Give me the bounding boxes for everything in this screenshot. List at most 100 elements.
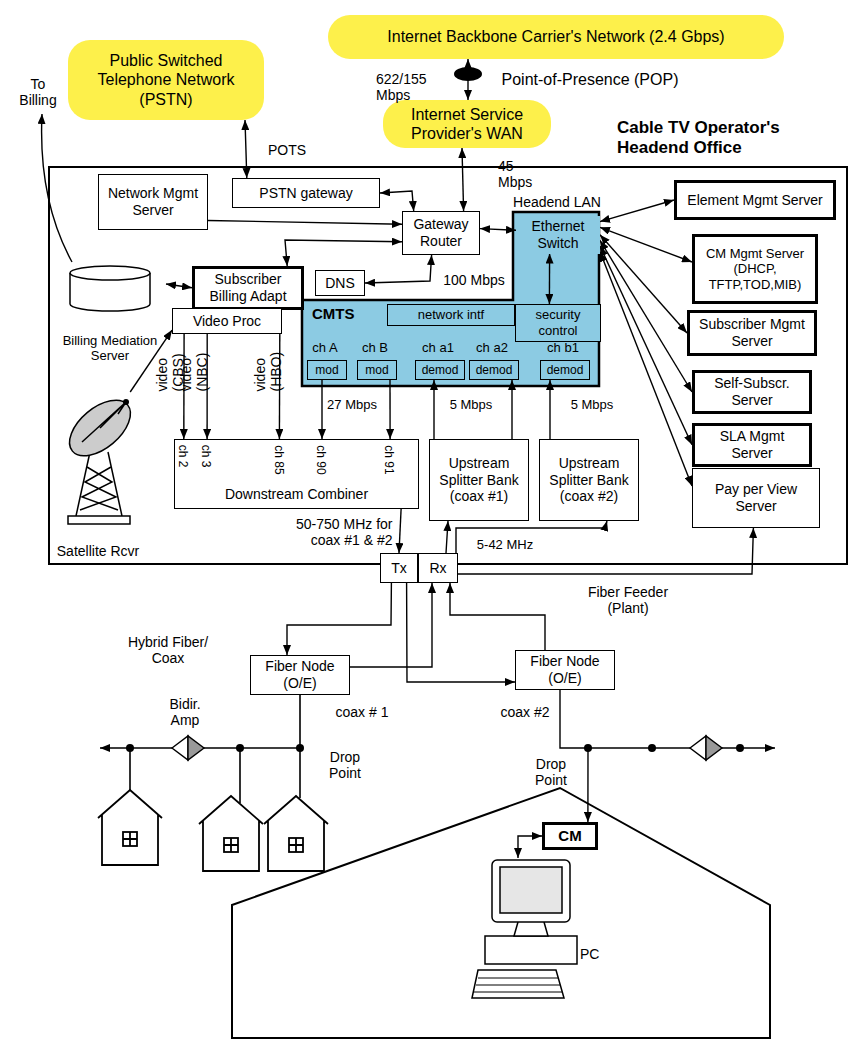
billing-arrow [42, 114, 72, 262]
channel-module: demod [469, 360, 519, 380]
house [224, 838, 238, 852]
node-text: network intf [418, 307, 484, 323]
database-cylinder [54, 264, 166, 314]
channel-module: security control [515, 304, 601, 342]
amplifier [172, 736, 722, 760]
equipment-icon: PC [470, 858, 610, 1003]
node-text: Element Mgmt Server [687, 192, 822, 209]
process-box: Gateway Router [402, 211, 480, 255]
node-text: CM [558, 827, 581, 845]
node-text: Rx [429, 560, 446, 577]
annotation-label: 100 Mbps [443, 272, 504, 288]
process-box: Tx [380, 553, 418, 583]
node-text: Ethernet Switch [520, 218, 596, 252]
equipment-icon: Satellite Rcvr [52, 392, 144, 560]
connector [462, 148, 464, 211]
connector [600, 227, 692, 262]
database-cylinder [70, 266, 150, 280]
connector [389, 380, 391, 439]
node-text: SLA Mgmt Server [699, 428, 805, 462]
billing-arrow [42, 114, 72, 262]
annotation-label: 5 Mbps [450, 398, 493, 413]
satellite-dish [60, 392, 141, 524]
drop-dot [126, 744, 744, 752]
node-text: demod [547, 363, 584, 377]
process-box: Upstream Splitter Bank (coax #2) [539, 439, 639, 521]
annotation-label: 27 Mbps [327, 398, 377, 413]
satellite-dish [68, 516, 130, 524]
connector [549, 254, 551, 304]
annotation-label: coax # 1 [336, 704, 389, 720]
node-text: Satellite Rcvr [52, 543, 144, 560]
process-box: Network Mgmt Server [98, 174, 208, 230]
annotation-label: ch a2 [476, 341, 508, 356]
house [98, 790, 162, 865]
edge-label: 622/155 Mbps [376, 71, 390, 103]
node-text: Fiber Node (O/E) [520, 653, 610, 687]
house [232, 788, 770, 1038]
house [224, 838, 238, 852]
node-text: Public Switched Telephone Network (PSTN) [72, 51, 260, 109]
connector [480, 229, 516, 231]
node-text: Gateway Router [407, 216, 475, 250]
connector [549, 380, 550, 439]
connector [399, 509, 401, 553]
annotation-label: Hybrid Fiber/ Coax [118, 634, 218, 666]
annotation-label: Headend LAN [513, 194, 601, 210]
annotation-label: Bidir. Amp [163, 696, 208, 728]
node-text: CM Mgmt Server (DHCP, TFTP,TOD,MIB) [699, 246, 811, 293]
house [199, 796, 263, 871]
drop-dot [236, 744, 244, 752]
server-box: Self-Subscr. Server [692, 370, 812, 414]
node-text: PSTN gateway [259, 185, 352, 202]
annotation-label: 50-750 MHz for coax #1 & #2 [268, 516, 393, 548]
process-box: Fiber Node (O/E) [515, 650, 615, 690]
amplifier [188, 736, 204, 760]
pc-computer [472, 860, 577, 998]
pc-computer [500, 867, 562, 913]
node-text: demod [422, 363, 459, 377]
network-cloud: Internet Backbone Carrier's Network (2.4… [328, 15, 784, 59]
annotation-label: ch 90 [313, 445, 327, 474]
annotation-label: ch B [362, 341, 388, 356]
node-text: Upstream Splitter Bank (coax #2) [544, 455, 634, 505]
connector [287, 583, 391, 655]
connector [166, 284, 192, 288]
annotation-label: Drop Point [323, 749, 368, 781]
connector [518, 836, 542, 858]
annotation-label: 5 Mbps [571, 398, 614, 413]
annotation-label: Point-of-Presence (POP) [502, 71, 679, 89]
process-box: PSTN gateway [232, 178, 380, 208]
cmts-shape [302, 212, 599, 386]
satellite-dish [82, 402, 126, 442]
connector [458, 528, 753, 574]
node-text: mod [315, 363, 338, 377]
headend-office: Cable TV Operator's Headend OfficeNetwor… [48, 166, 848, 565]
amplifier [706, 736, 722, 760]
pc-computer [470, 858, 610, 1003]
connector [350, 583, 432, 667]
node-text: Billing Mediation Server [54, 333, 166, 364]
amplifier [172, 736, 188, 760]
connector [456, 521, 607, 553]
node-text: PC [580, 946, 599, 963]
server-box: SLA Mgmt Server [692, 423, 812, 467]
channel-module: mod [307, 360, 347, 380]
house [289, 838, 303, 852]
annotation-label: To Billing [16, 76, 61, 108]
annotation-label: ch 85 [271, 445, 285, 474]
connector [467, 59, 468, 100]
channel-module: demod [540, 360, 590, 380]
annotation-label: ch A [312, 341, 337, 356]
node-text: Fiber Node (O/E) [255, 658, 345, 692]
server-box: Subscriber Mgmt Server [687, 310, 817, 356]
cmts-shape [302, 212, 599, 386]
annotation-label: ch b1 [547, 341, 579, 356]
process-box: Upstream Splitter Bank (coax #1) [429, 439, 529, 521]
network-cloud: Internet Service Provider's WAN [383, 100, 551, 148]
connector [446, 521, 448, 553]
pc-computer [485, 936, 577, 964]
node-text: Pay per View Server [697, 481, 815, 515]
node-text: DNS [325, 275, 355, 292]
